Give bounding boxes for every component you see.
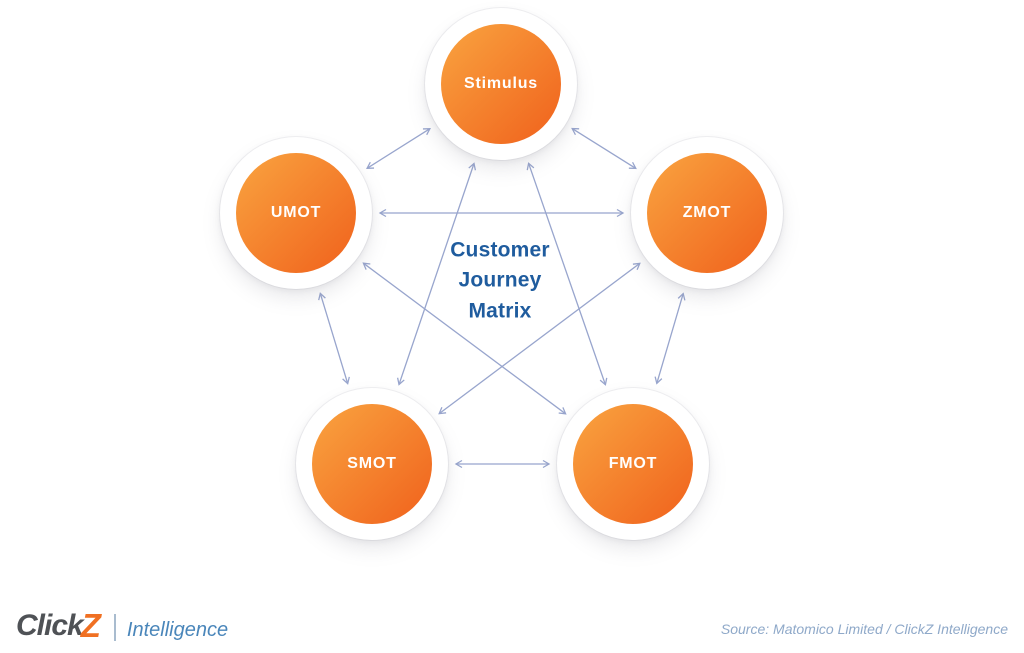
- edge-stimulus-zmot: [571, 127, 637, 170]
- clickz-logo: Click Z Intelligence: [16, 606, 229, 644]
- node-umot: UMOT: [220, 137, 372, 289]
- logo-click-text: Click: [16, 609, 84, 642]
- logo-intelligence-text: Intelligence: [126, 619, 229, 641]
- edge-umot-smot: [318, 292, 350, 385]
- node-circle: ZMOT: [647, 153, 767, 273]
- edge-stimulus-umot: [366, 128, 431, 169]
- node-circle: SMOT: [312, 404, 432, 524]
- node-label: SMOT: [347, 455, 397, 472]
- node-smot: SMOT: [296, 388, 448, 540]
- node-label: FMOT: [608, 455, 658, 472]
- edge-zmot-fmot: [654, 292, 686, 385]
- node-label: Stimulus: [464, 75, 538, 92]
- diagram-title: Customer Journey Matrix: [450, 238, 550, 323]
- node-fmot: FMOT: [557, 388, 709, 540]
- node-circle: FMOT: [573, 404, 693, 524]
- node-stimulus: Stimulus: [425, 8, 577, 160]
- node-circle: Stimulus: [441, 24, 561, 144]
- edge-zmot-smot: [438, 262, 641, 415]
- logo-divider: [113, 614, 116, 641]
- edge-layer: [318, 127, 686, 469]
- source-credit: Source: Matomico Limited / ClickZ Intell…: [720, 621, 1008, 637]
- node-circle: UMOT: [236, 153, 356, 273]
- footer: Click Z Intelligence Source: Matomico Li…: [0, 606, 1024, 644]
- node-label: ZMOT: [682, 204, 732, 221]
- node-label: UMOT: [270, 204, 322, 221]
- node-zmot: ZMOT: [631, 137, 783, 289]
- logo-z-text: Z: [80, 606, 101, 644]
